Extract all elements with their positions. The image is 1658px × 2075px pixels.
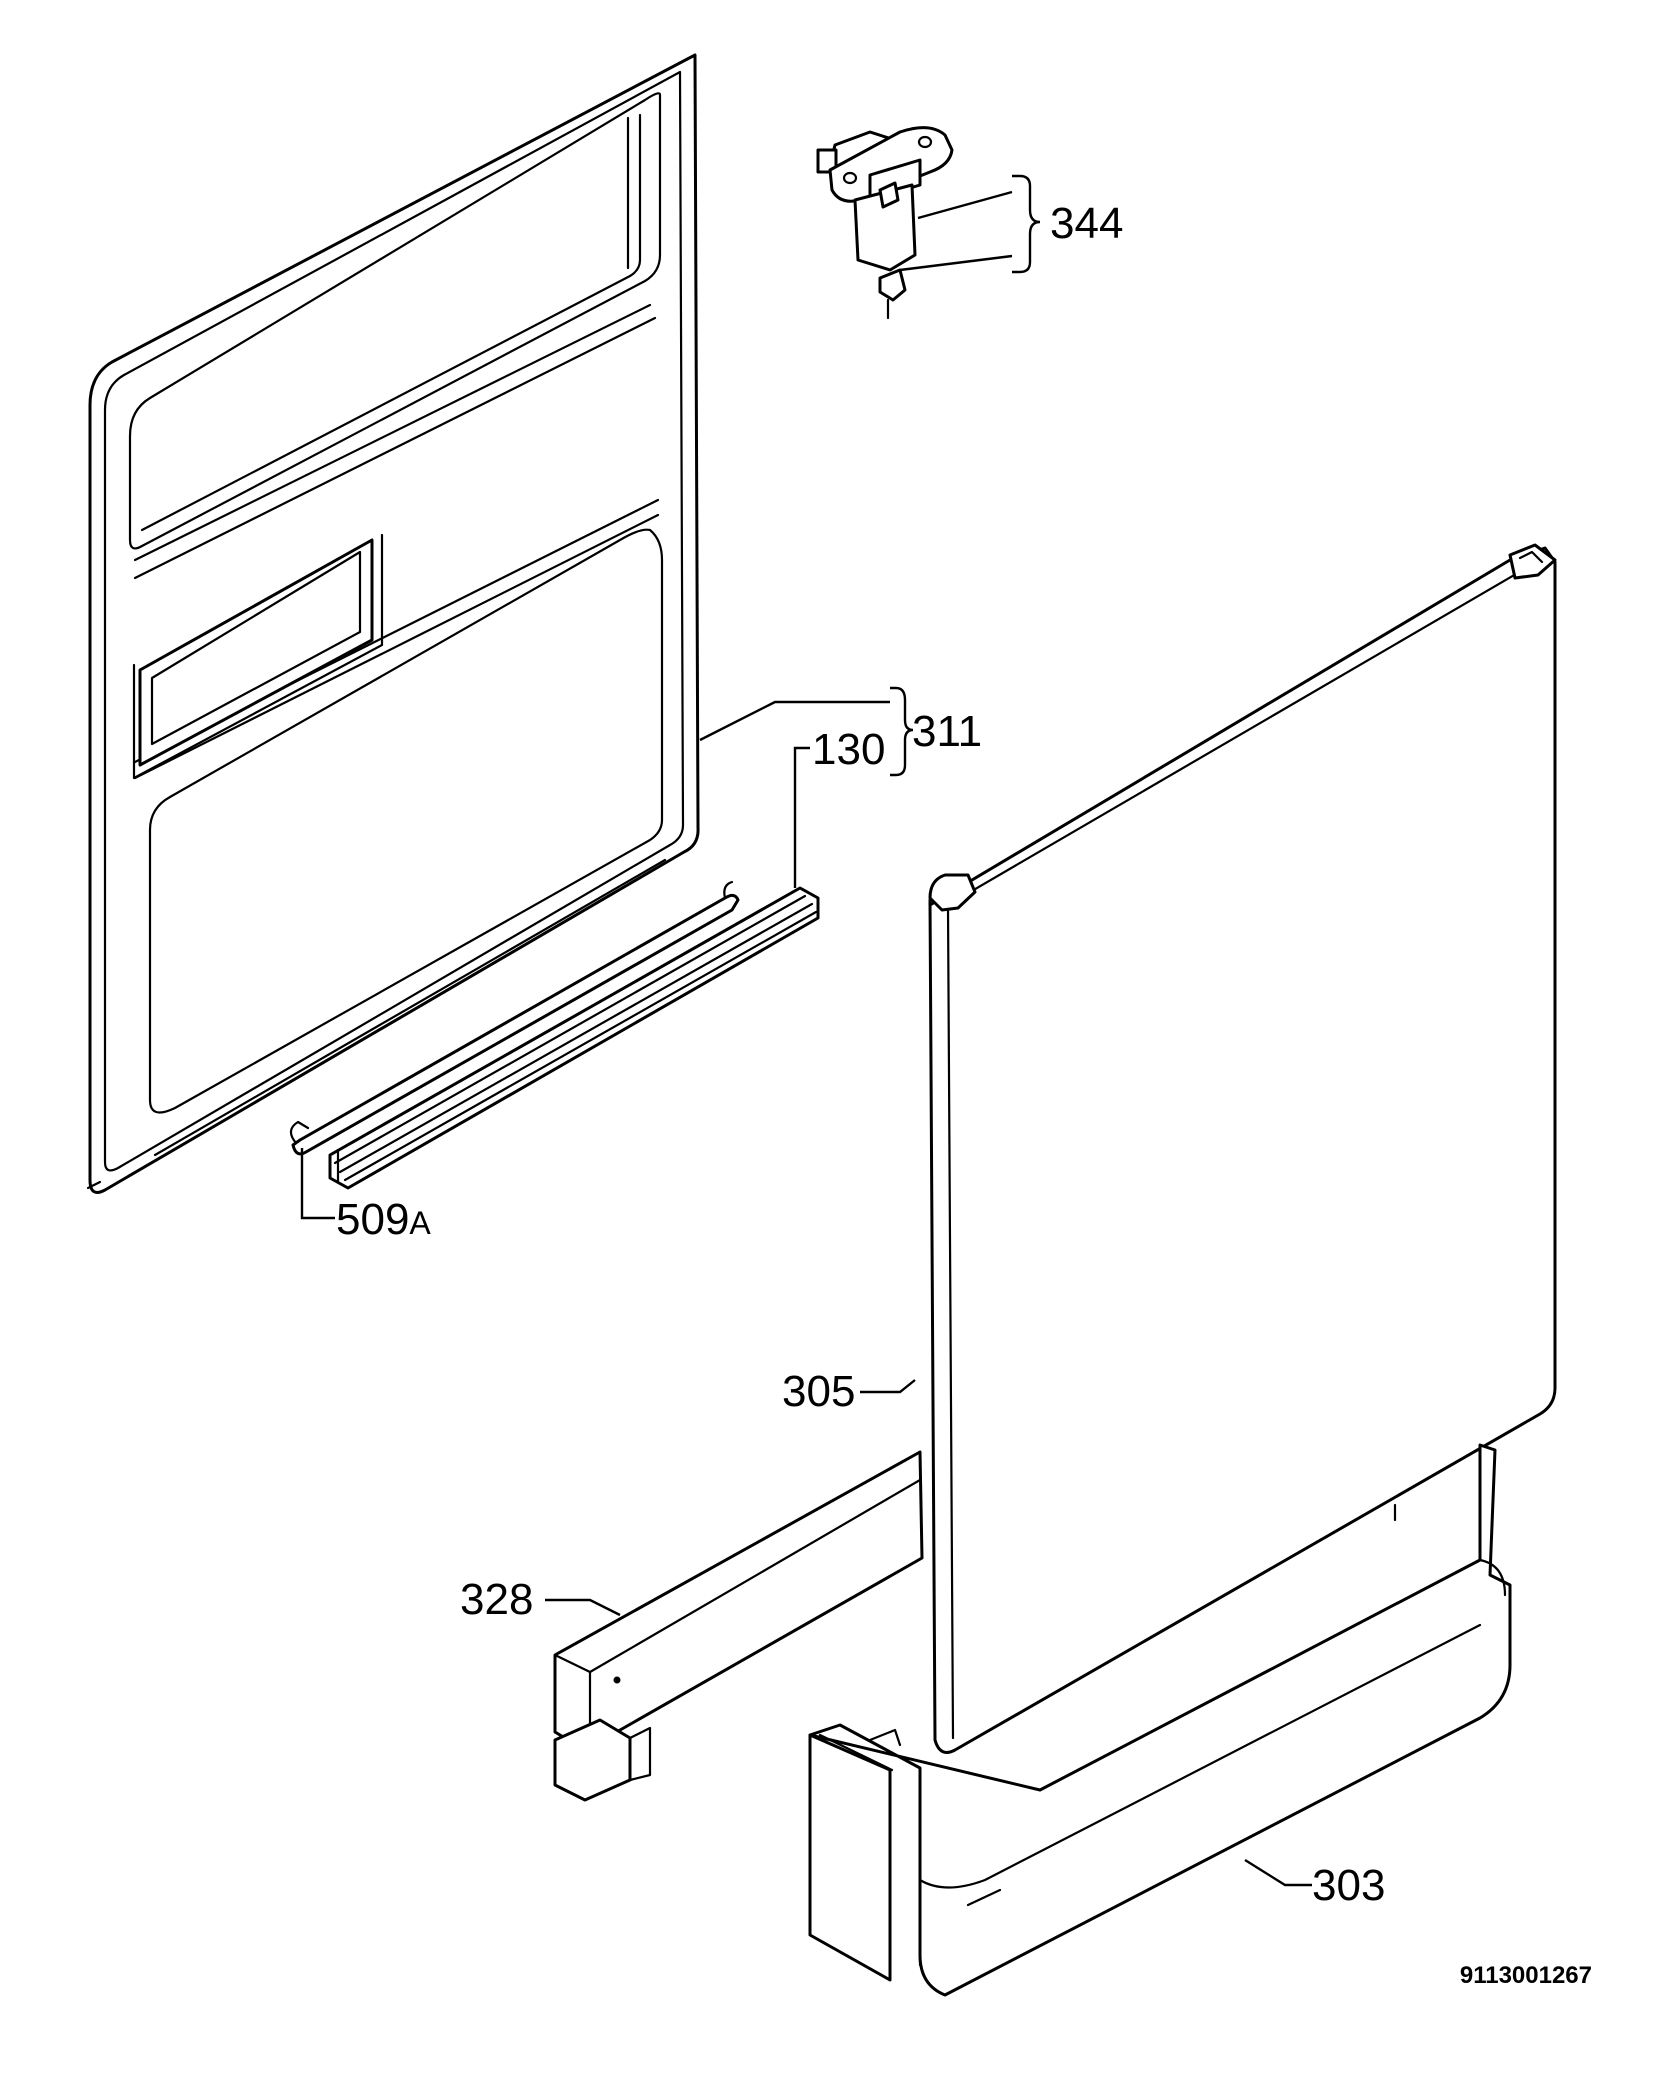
- leader-lines: [300, 174, 1312, 1887]
- callout-509a: 509A: [336, 1195, 431, 1244]
- plinth-rail: [553, 1450, 924, 1802]
- callout-344: 344: [1050, 199, 1123, 248]
- callout-311: 311: [912, 707, 982, 756]
- callout-305: 305: [782, 1367, 855, 1416]
- callout-328: 328: [460, 1575, 533, 1624]
- inner-door-panel: [86, 53, 700, 1194]
- base-tray: [808, 1443, 1512, 1997]
- door-seal-strip: [328, 886, 820, 1190]
- door-latch-assembly: [816, 126, 954, 320]
- callout-509-number: 509: [336, 1195, 409, 1244]
- hook-rod: [289, 880, 740, 1156]
- callout-509-suffix: A: [409, 1205, 431, 1241]
- callout-303: 303: [1312, 1861, 1385, 1910]
- document-number: 9113001267: [1460, 1962, 1592, 1989]
- outer-door-panel: [928, 543, 1557, 1754]
- callout-130: 130: [812, 725, 885, 774]
